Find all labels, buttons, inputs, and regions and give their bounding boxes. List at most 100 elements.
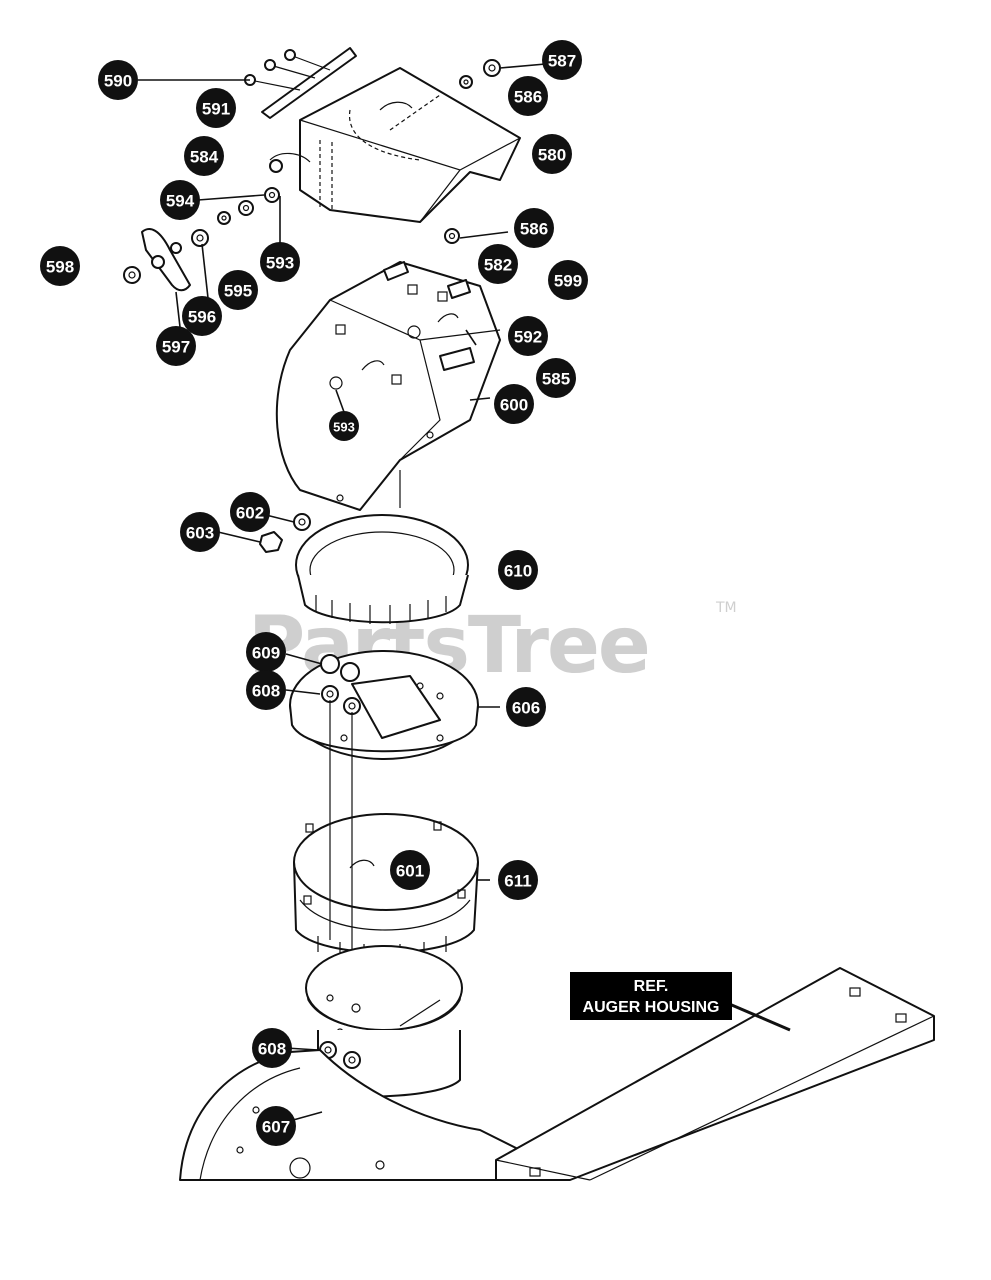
callout-label: 587 xyxy=(548,52,576,71)
callout-label: 580 xyxy=(538,146,566,165)
callout-label: 586 xyxy=(514,88,542,107)
callout-610: 610 xyxy=(498,550,538,590)
callout-label: 595 xyxy=(224,282,252,301)
callout-bubble xyxy=(508,316,548,356)
callout-label: 594 xyxy=(166,192,195,211)
callout-592: 592 xyxy=(508,316,548,356)
callout-586: 586 xyxy=(514,208,554,248)
callout-bubble xyxy=(218,270,258,310)
callout-label: 598 xyxy=(46,258,74,277)
callout-label: 607 xyxy=(262,1118,290,1137)
callout-label: 601 xyxy=(396,862,424,881)
callout-bubble xyxy=(246,670,286,710)
callout-bubble xyxy=(252,1028,292,1068)
bolts-590-drawing xyxy=(244,47,357,119)
callout-594: 594 xyxy=(160,180,200,220)
callout-591: 591 xyxy=(196,88,236,128)
callout-label: 591 xyxy=(202,100,230,119)
callout-601: 601 xyxy=(390,850,430,890)
callout-593: 593 xyxy=(260,242,300,282)
callout-label: 610 xyxy=(504,562,532,581)
callout-bubble xyxy=(548,260,588,300)
callout-bubble xyxy=(478,244,518,284)
callout-590: 590 xyxy=(98,60,138,100)
callout-603: 603 xyxy=(180,512,220,552)
callout-597: 597 xyxy=(156,326,196,366)
callout-bubble xyxy=(498,860,538,900)
callout-label: 593 xyxy=(333,420,355,435)
callout-bubble xyxy=(260,242,300,282)
callout-bubble xyxy=(196,88,236,128)
handle-hardware-drawing xyxy=(123,187,280,292)
chute-deflector-drawing xyxy=(269,67,521,223)
callout-bubble xyxy=(98,60,138,100)
callout-label: 600 xyxy=(500,396,528,415)
callout-580: 580 xyxy=(532,134,572,174)
callout-bubble xyxy=(508,76,548,116)
callout-label: 596 xyxy=(188,308,216,327)
callout-611: 611 xyxy=(498,860,538,900)
callout-bubble xyxy=(40,246,80,286)
callout-bubble xyxy=(506,687,546,727)
callout-label: 608 xyxy=(252,682,280,701)
callout-bubble xyxy=(494,384,534,424)
callout-602: 602 xyxy=(230,492,270,532)
callout-606: 606 xyxy=(506,687,546,727)
callout-593: 593 xyxy=(329,411,359,441)
callout-label: 592 xyxy=(514,328,542,347)
callout-582: 582 xyxy=(478,244,518,284)
callout-585: 585 xyxy=(536,358,576,398)
callout-599: 599 xyxy=(548,260,588,300)
callout-bubble xyxy=(180,512,220,552)
callout-bubble xyxy=(542,40,582,80)
auger-housing-drawing xyxy=(179,967,935,1181)
part-callouts: 590 591 587 586 584 580 594 586 598 593 582 599 595 5… xyxy=(40,40,588,1146)
callout-596: 596 xyxy=(182,296,222,336)
callout-label: 586 xyxy=(520,220,548,239)
callout-bubble xyxy=(514,208,554,248)
callout-bubble xyxy=(230,492,270,532)
callout-608: 608 xyxy=(252,1028,292,1068)
callout-608: 608 xyxy=(246,670,286,710)
callout-bubble xyxy=(329,411,359,441)
callout-607: 607 xyxy=(256,1106,296,1146)
upper-chute-drawing xyxy=(275,261,501,511)
callout-bubble xyxy=(182,296,222,336)
reference-label-line2: AUGER HOUSING xyxy=(583,999,720,1016)
washers-587-586-drawing xyxy=(444,59,501,244)
callout-bubble xyxy=(536,358,576,398)
callout-label: 585 xyxy=(542,370,570,389)
plate-606-drawing xyxy=(289,650,479,760)
callout-bubble xyxy=(256,1106,296,1146)
callout-bubble xyxy=(390,850,430,890)
callout-label: 609 xyxy=(252,644,280,663)
callout-598: 598 xyxy=(40,246,80,286)
callout-595: 595 xyxy=(218,270,258,310)
callout-609: 609 xyxy=(246,632,286,672)
callout-label: 611 xyxy=(504,872,531,891)
ring-611-drawing xyxy=(293,813,479,960)
callout-label: 584 xyxy=(190,148,219,167)
callout-label: 582 xyxy=(484,256,512,275)
callout-label: 608 xyxy=(258,1040,286,1059)
callout-584: 584 xyxy=(184,136,224,176)
callout-label: 606 xyxy=(512,699,540,718)
callout-586: 586 xyxy=(508,76,548,116)
reference-label-line1: REF. xyxy=(634,978,669,995)
callout-label: 603 xyxy=(186,524,214,543)
watermark-trademark: TM xyxy=(715,600,737,616)
ring-610-drawing xyxy=(295,514,469,624)
reference-label: REF. AUGER HOUSING xyxy=(570,972,732,1020)
callout-bubble xyxy=(184,136,224,176)
callout-label: 593 xyxy=(266,254,294,273)
callout-bubble xyxy=(246,632,286,672)
callout-bubble xyxy=(498,550,538,590)
callout-label: 602 xyxy=(236,504,264,523)
callout-bubble xyxy=(160,180,200,220)
callout-587: 587 xyxy=(542,40,582,80)
callout-bubble xyxy=(532,134,572,174)
callout-600: 600 xyxy=(494,384,534,424)
callout-bubble xyxy=(156,326,196,366)
callout-label: 597 xyxy=(162,338,190,357)
